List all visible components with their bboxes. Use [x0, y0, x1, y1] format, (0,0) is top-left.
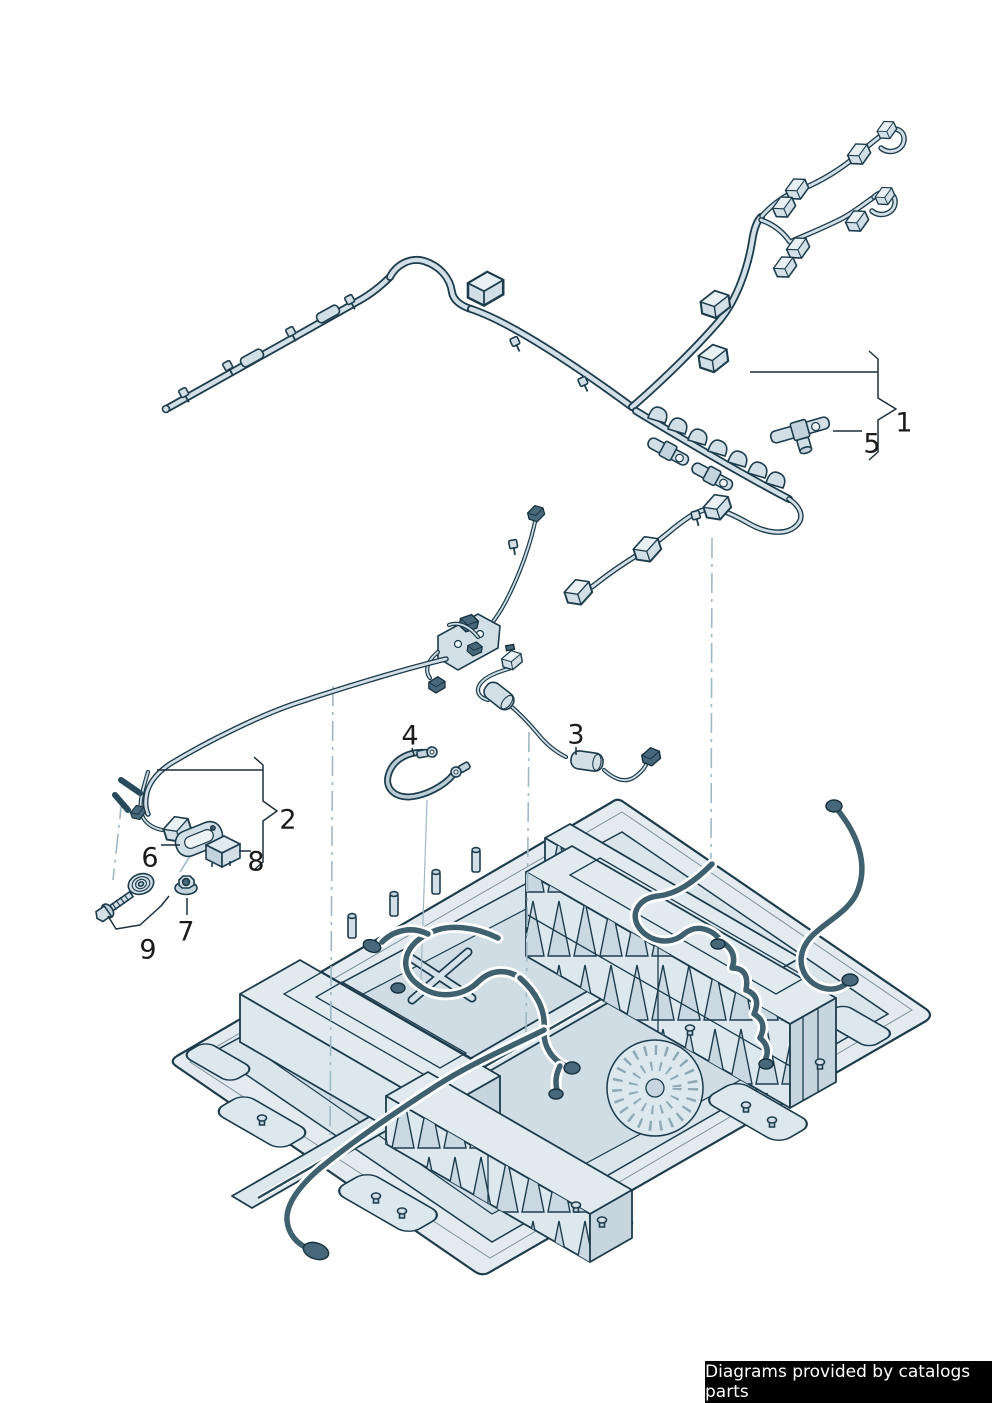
main-harness-artwork [161, 117, 905, 610]
callout-label-9[interactable]: 9 [139, 934, 157, 966]
leader-item-4 [411, 747, 415, 756]
retaining-bracket-part-5 [769, 416, 831, 455]
tail-connector [560, 575, 596, 610]
battery-module-stack-lower [385, 1071, 633, 1263]
junction-connector [466, 270, 505, 307]
callout-label-4[interactable]: 4 [401, 720, 419, 752]
brace-item-1 [868, 350, 897, 461]
harness-tip [161, 404, 171, 414]
callout-label-5[interactable]: 5 [863, 428, 881, 460]
tail-connector [699, 490, 735, 525]
bolt-part-9 [95, 890, 135, 923]
bracket-item-9 [107, 895, 170, 930]
footer-credit: Diagrams provided by catalogs parts [705, 1361, 992, 1403]
installed-harness-on-tray [287, 799, 862, 1261]
callout-label-8[interactable]: 8 [247, 846, 265, 878]
brace-item-2 [253, 756, 278, 871]
cell-module-connectors [768, 117, 900, 282]
callout-label-6[interactable]: 6 [141, 842, 159, 874]
hex-nut-part-7 [174, 875, 198, 896]
callout-braces [107, 350, 897, 930]
pan-posts [347, 846, 481, 939]
grommet-part-9 [127, 872, 155, 896]
callout-label-3[interactable]: 3 [567, 719, 585, 751]
connector-housing-part-8 [205, 835, 241, 869]
connector-harness-artwork [112, 503, 547, 847]
callout-label-1[interactable]: 1 [895, 407, 913, 439]
junction-connector [696, 341, 731, 376]
callout-label-2[interactable]: 2 [279, 804, 297, 836]
ground-strap-part-4 [388, 745, 473, 797]
callout-label-7[interactable]: 7 [177, 916, 195, 948]
battery-tray-artwork [171, 798, 932, 1276]
harness-end-connector [302, 1241, 330, 1261]
fan-spiral [606, 1039, 704, 1137]
small-harness-part-3 [478, 643, 663, 780]
